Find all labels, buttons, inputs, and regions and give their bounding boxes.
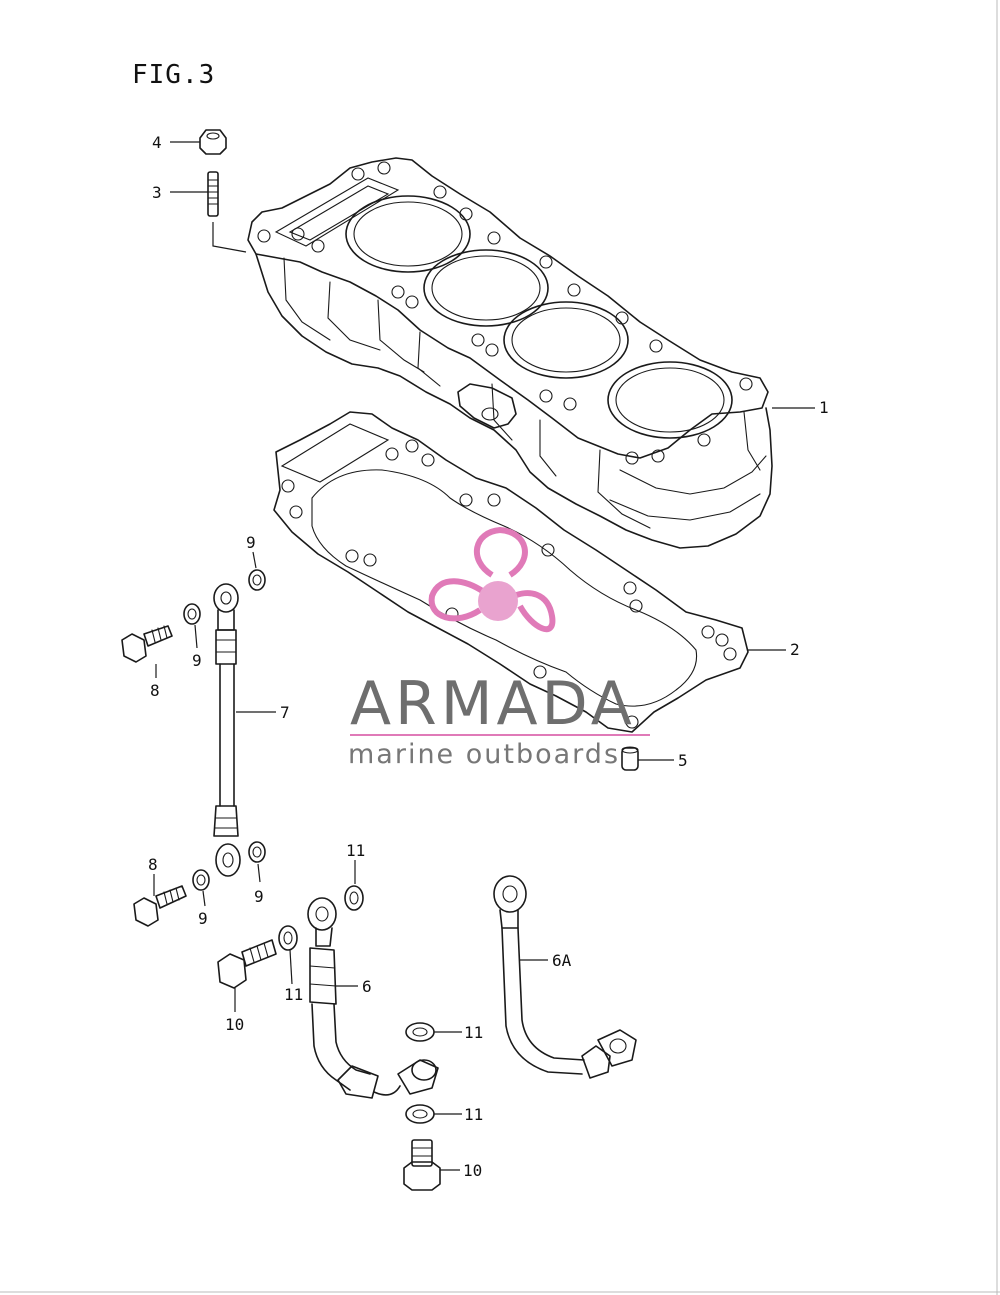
oil-pipe-6a bbox=[493, 875, 637, 1079]
banjo-bolt-8a bbox=[121, 625, 173, 663]
flange-nut bbox=[199, 129, 227, 155]
oil-hose-upper bbox=[213, 583, 241, 877]
callout-5: 5 bbox=[678, 751, 688, 770]
banjo-bolt-10a bbox=[217, 939, 277, 989]
oil-hose-lower bbox=[307, 897, 439, 1099]
callout-7: 7 bbox=[280, 703, 290, 722]
cylinder-gasket bbox=[273, 411, 749, 733]
callout-11a: 11 bbox=[346, 841, 365, 860]
stud-bolt bbox=[207, 171, 219, 217]
callout-2: 2 bbox=[790, 640, 800, 659]
callout-9c: 9 bbox=[254, 887, 264, 906]
watermark-brand: ARMADA bbox=[350, 669, 636, 739]
callout-9a: 9 bbox=[246, 533, 256, 552]
banjo-bolt-8b bbox=[133, 885, 187, 927]
callout-8a: 8 bbox=[150, 681, 160, 700]
washer-11a bbox=[344, 885, 364, 911]
callout-10b: 10 bbox=[463, 1161, 482, 1180]
washer-11d bbox=[405, 1104, 435, 1124]
callout-4: 4 bbox=[152, 133, 162, 152]
callout-11d: 11 bbox=[464, 1105, 483, 1124]
watermark-tagline: marine outboards bbox=[348, 739, 620, 770]
cylinder-block bbox=[247, 157, 773, 549]
callout-8b: 8 bbox=[148, 855, 158, 874]
dowel-pin bbox=[621, 746, 639, 771]
washer-11b bbox=[278, 925, 298, 951]
washer-11c bbox=[405, 1022, 435, 1042]
callout-6a: 6A bbox=[552, 951, 572, 970]
banjo-bolt-10b bbox=[403, 1139, 441, 1191]
callout-1: 1 bbox=[819, 398, 829, 417]
callout-6: 6 bbox=[362, 977, 372, 996]
callout-9b: 9 bbox=[192, 651, 202, 670]
callout-10a: 10 bbox=[225, 1015, 244, 1034]
callout-3: 3 bbox=[152, 183, 162, 202]
callout-11c: 11 bbox=[464, 1023, 483, 1042]
washer-9a bbox=[248, 569, 266, 591]
propeller-logo-icon bbox=[428, 526, 556, 632]
washer-9c bbox=[248, 841, 266, 863]
washer-9d bbox=[192, 869, 210, 891]
figure-title: FIG.3 bbox=[132, 60, 215, 90]
washer-9b bbox=[183, 603, 201, 625]
callout-11b: 11 bbox=[284, 985, 303, 1004]
callout-9d: 9 bbox=[198, 909, 208, 928]
